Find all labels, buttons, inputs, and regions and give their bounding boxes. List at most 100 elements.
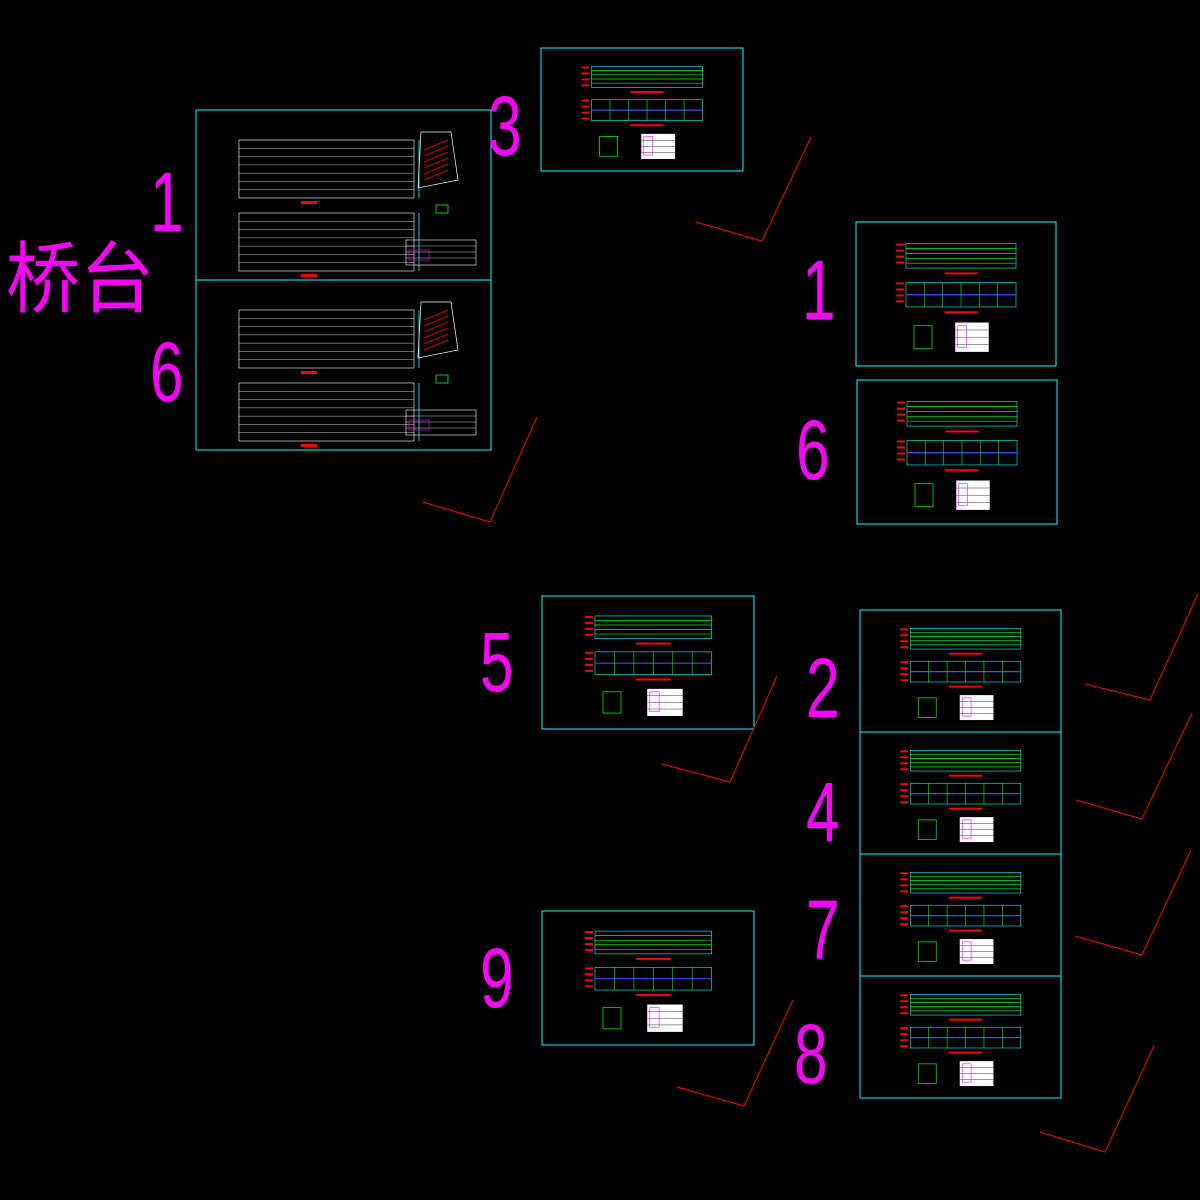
beam-sheet-right-upper-cross-section <box>913 325 933 350</box>
beam-sheet-right-a-table-cell <box>961 697 972 717</box>
beam-sheet-top-center-note <box>581 99 590 102</box>
beam-sheet-right-b-note <box>900 801 909 804</box>
abutment-sheet-upper-table-cell <box>408 249 430 261</box>
beam-sheet-right-b-note <box>900 795 909 798</box>
beam-sheet-right-lower-caption <box>945 469 979 472</box>
beam-sheet-right-c-note <box>900 872 909 875</box>
beam-sheet-right-c-note <box>900 905 909 908</box>
beam-sheet-bottom-center-note <box>585 979 593 982</box>
abutment-sheet-upper-hatch <box>423 139 449 151</box>
beam-sheet-right-upper <box>896 243 1017 352</box>
beam-sheet-right-b-note <box>900 783 909 786</box>
beam-sheet-mid-center-note <box>585 615 593 618</box>
beam-sheet-right-c <box>900 871 1022 965</box>
beam-sheet-right-b-note <box>900 768 909 771</box>
beam-sheet-mid-center-note <box>585 669 593 672</box>
sheet-frame-right-upper <box>855 221 1057 367</box>
abutment-sheet-lower-hatch <box>423 321 449 333</box>
beam-sheet-right-d-note <box>900 1027 909 1030</box>
sheet-frame-right-lower <box>856 379 1058 525</box>
beam-sheet-mid-center-caption <box>635 642 671 645</box>
leader-line-6 <box>1074 849 1192 956</box>
beam-sheet-right-upper-table-cell <box>957 325 967 348</box>
abutment-sheet-upper-hatch <box>423 169 449 181</box>
beam-sheet-right-d <box>900 993 1022 1087</box>
beam-sheet-right-lower <box>897 401 1018 510</box>
beam-sheet-right-upper-note <box>896 249 904 252</box>
abutment-sheet-lower-section <box>417 301 459 359</box>
beam-sheet-bottom-center-note <box>585 967 593 970</box>
beam-sheet-right-c-note <box>900 878 909 881</box>
abutment-sheet-lower-detail <box>435 374 449 384</box>
beam-sheet-right-lower-note <box>897 446 905 449</box>
sheet-number-bottom-center: 9 <box>480 931 514 1025</box>
beam-sheet-top-center-note <box>581 78 590 81</box>
beam-sheet-bottom-center-note <box>585 985 593 988</box>
beam-sheet-bottom-center-caption <box>635 994 671 997</box>
beam-sheet-mid-center-beam-elevation <box>594 615 712 639</box>
drawing-title: 桥台 <box>6 235 155 323</box>
abutment-sheet-upper <box>238 131 477 277</box>
sheet-frame-top-left-lower <box>195 279 492 451</box>
beam-sheet-mid-center-cross-section <box>602 691 622 714</box>
sheet-frame-right-d <box>859 975 1062 1099</box>
beam-sheet-right-c-note <box>900 884 909 887</box>
beam-sheet-right-lower-note <box>897 407 905 410</box>
beam-sheet-right-b-caption <box>948 807 983 810</box>
sheet-number-right-upper: 1 <box>802 243 836 337</box>
abutment-sheet-upper-section <box>417 131 459 189</box>
beam-sheet-right-lower-caption <box>945 430 979 433</box>
beam-sheet-right-upper-note <box>896 261 904 264</box>
beam-sheet-mid-center-caption <box>635 678 671 681</box>
beam-sheet-right-a-note <box>900 634 909 637</box>
beam-sheet-right-c-note <box>900 890 909 893</box>
beam-sheet-top-center-note <box>581 105 590 108</box>
beam-sheet-right-a-cross-section <box>917 697 937 718</box>
beam-sheet-top-center-caption <box>630 91 664 94</box>
abutment-sheet-lower-hatch <box>423 327 449 339</box>
beam-sheet-right-upper-note <box>896 243 904 246</box>
beam-sheet-right-upper-note <box>896 282 904 285</box>
beam-sheet-right-d-note <box>900 1039 909 1042</box>
sheet-frame-bottom-center <box>541 910 755 1046</box>
sheet-number-right-d: 8 <box>794 1007 828 1101</box>
beam-sheet-right-d-caption <box>948 1051 983 1054</box>
beam-sheet-right-lower-table-cell <box>958 483 968 506</box>
beam-sheet-right-b-caption <box>948 774 983 777</box>
beam-sheet-right-d-caption <box>948 1018 983 1021</box>
beam-sheet-right-lower-note <box>897 419 905 422</box>
beam-sheet-right-d-table-cell <box>961 1063 972 1083</box>
beam-sheet-right-lower-note <box>897 440 905 443</box>
beam-sheet-right-a-caption <box>948 685 983 688</box>
beam-sheet-right-upper-note <box>896 294 904 297</box>
beam-sheet-right-b-note <box>900 750 909 753</box>
beam-sheet-right-a-note <box>900 667 909 670</box>
beam-sheet-right-d-cross-section <box>917 1063 937 1084</box>
beam-sheet-top-center-note <box>581 111 590 114</box>
beam-sheet-right-b-cross-section <box>917 819 937 840</box>
beam-sheet-right-upper-beam-elevation <box>905 243 1017 269</box>
beam-sheet-right-upper-note <box>896 255 904 258</box>
sheet-frame-mid-center <box>541 595 755 730</box>
beam-sheet-right-b-note <box>900 756 909 759</box>
leader-line-4 <box>661 675 778 783</box>
abutment-sheet-lower-block-2 <box>238 382 415 442</box>
beam-sheet-right-d-note <box>900 1033 909 1036</box>
beam-sheet-right-a-note <box>900 673 909 676</box>
beam-sheet-top-center-caption <box>630 124 664 127</box>
beam-sheet-right-d-note <box>900 1000 909 1003</box>
beam-sheet-right-c-caption <box>948 929 983 932</box>
abutment-sheet-upper-caption <box>301 274 317 277</box>
beam-sheet-mid-center-note <box>585 663 593 666</box>
beam-sheet-right-a-note <box>900 679 909 682</box>
beam-sheet-right-c-caption <box>948 896 983 899</box>
beam-sheet-right-c-cross-section <box>917 941 937 962</box>
abutment-sheet-lower-block-1 <box>238 309 415 369</box>
beam-sheet-mid-center-note <box>585 633 593 636</box>
beam-sheet-mid-center-note <box>585 651 593 654</box>
beam-sheet-right-lower-note <box>897 458 905 461</box>
beam-sheet-bottom-center-table-cell <box>649 1007 660 1028</box>
leader-line-1 <box>695 136 812 242</box>
sheet-number-right-b: 4 <box>806 765 840 859</box>
beam-sheet-top-center-note <box>581 117 590 120</box>
